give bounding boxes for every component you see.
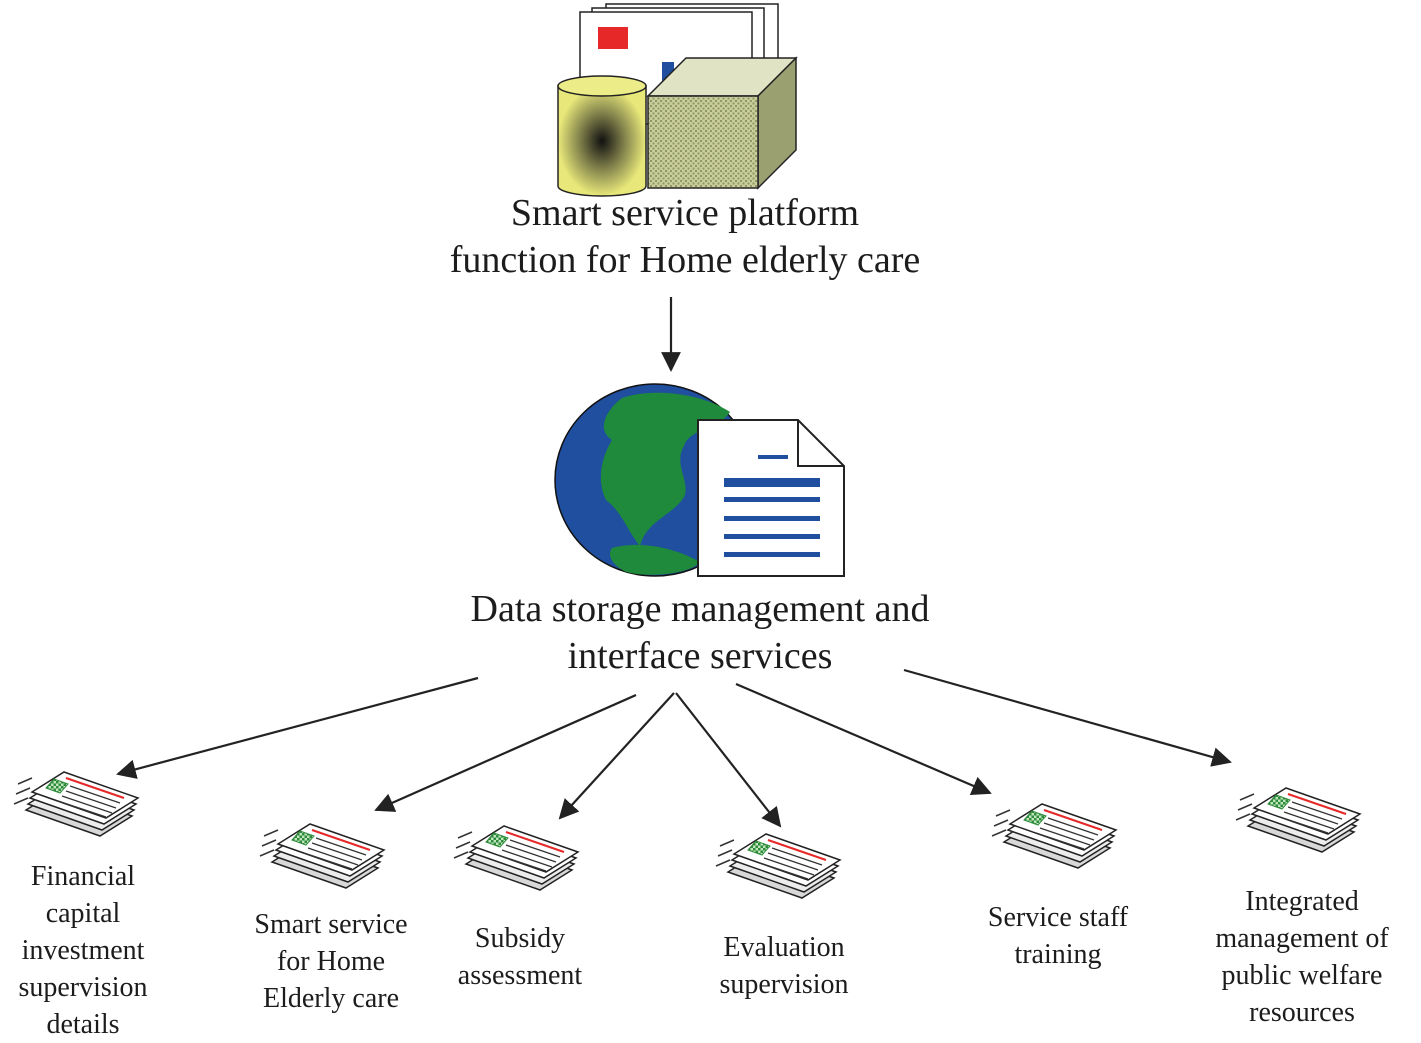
leaf-label-staff-training: Service staff training [987, 902, 1129, 970]
globe-document-icon [554, 383, 845, 577]
newspaper-icon-smart-service [259, 823, 385, 889]
arrow-to-staff-training [735, 682, 992, 796]
middle-node-label: Data storage management and interface se… [470, 588, 930, 677]
newspaper-icon-subsidy [453, 825, 579, 891]
top-node-label: Smart service platform function for Home… [449, 192, 921, 281]
newspaper-icon-public-welfare [1235, 787, 1361, 853]
newspaper-icon-financial [13, 771, 139, 837]
leaf-label-subsidy: Subsidy assessment [457, 923, 583, 991]
leaf-label-financial: Financial capital investment supervision… [18, 861, 148, 1040]
connectors [116, 297, 1232, 828]
leaf-label-public-welfare: Integrated management of public welfare … [1215, 886, 1389, 1028]
leaf-label-smart-service: Smart service for Home Elderly care [254, 909, 408, 1014]
arrow-to-subsidy [558, 692, 675, 820]
arrow-to-financial [116, 676, 479, 779]
newspaper-icon-staff-training [991, 803, 1117, 869]
arrow-to-public-welfare [903, 668, 1232, 767]
arrow-to-evaluation [675, 692, 782, 828]
database-files-icon [557, 3, 798, 197]
arrow-to-smart-service [374, 693, 637, 812]
newspaper-icon-evaluation [715, 833, 841, 899]
leaf-label-evaluation: Evaluation supervision [719, 932, 849, 1000]
